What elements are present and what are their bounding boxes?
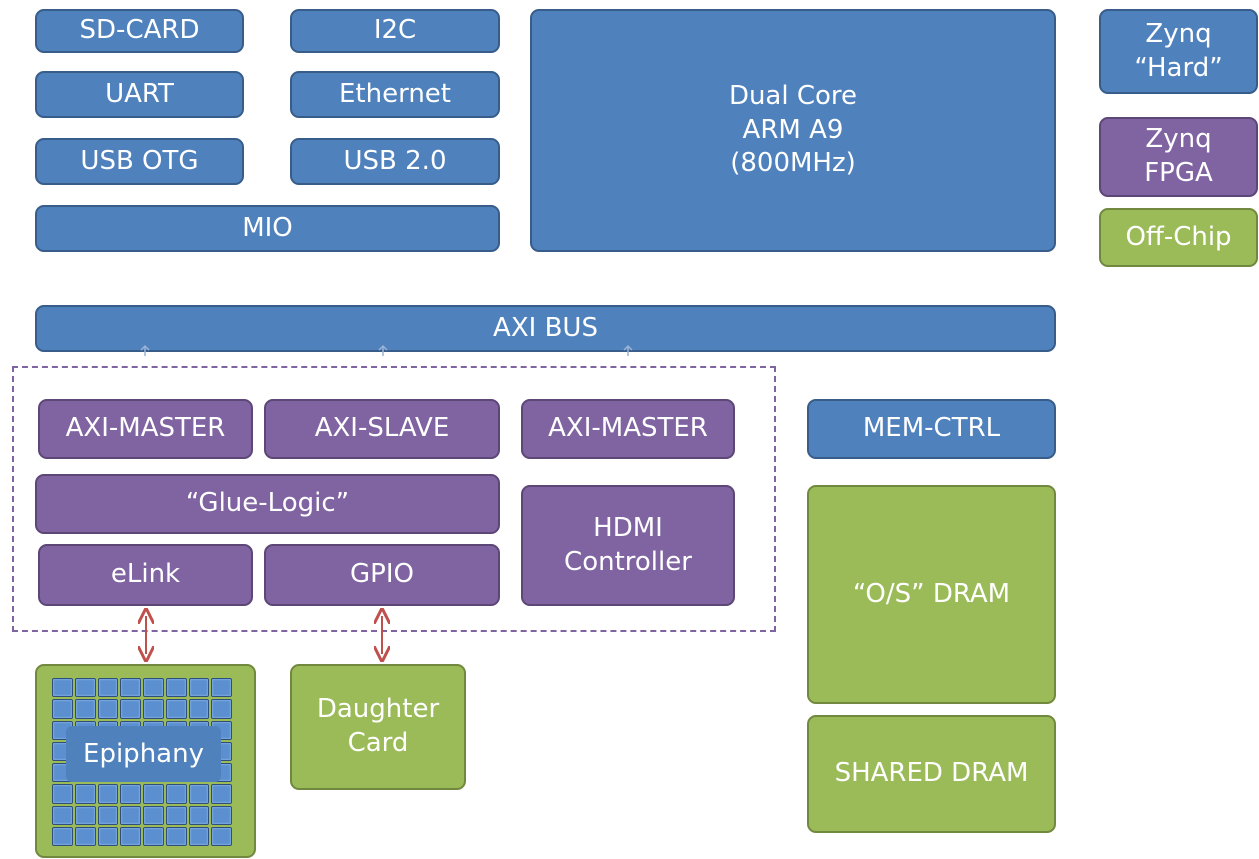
elink-block: eLink [38,544,253,606]
i2c-block: I2C [290,9,500,53]
mem-ctrl-block: MEM-CTRL [807,399,1056,459]
epiphany-core-cell [97,784,119,804]
axi-bus-label: AXI BUS [493,312,598,343]
axi-slave-block: AXI-SLAVE [264,399,500,459]
epiphany-core-cell [74,678,96,698]
usb-2-label: USB 2.0 [343,145,447,176]
epiphany-label: Epiphany [83,739,204,769]
daughter-card-line-1: Daughter [316,694,440,725]
epiphany-core-cell [211,699,232,719]
mem-ctrl-label: MEM-CTRL [862,413,1001,444]
axi-bus: AXI BUS [35,305,1056,352]
epiphany-core-cell [165,784,187,804]
epiphany-core-cell [143,784,164,804]
shared-dram-label: SHARED DRAM [834,758,1029,789]
sd-card-label: SD-CARD [79,15,200,46]
epiphany-core-cell [74,826,96,846]
epiphany-core-cell [52,678,73,698]
hdmi-line-2: Controller [564,546,692,577]
epiphany-core-cell [52,826,73,846]
epiphany-core-cell [97,805,119,825]
axi-master-block-1: AXI-MASTER [38,399,253,459]
epiphany-core-cell [52,699,73,719]
mio-block: MIO [35,205,500,252]
epiphany-core-cell [143,678,164,698]
hdmi-line-1: HDMI [593,512,663,543]
epiphany-core-cell [74,805,96,825]
legend-hard-line-2: “Hard” [1134,52,1223,83]
os-dram-label: “O/S” DRAM [852,578,1011,609]
i2c-label: I2C [373,15,417,46]
uart-label: UART [105,78,174,109]
epiphany-core-cell [188,826,210,846]
ethernet-label: Ethernet [339,78,451,109]
legend-off-chip-label: Off-Chip [1125,221,1232,252]
epiphany-core-cell [188,678,210,698]
epiphany-core-cell [120,699,141,719]
cpu-line-1: Dual Core [728,80,858,111]
ethernet-block: Ethernet [290,71,500,118]
uart-block: UART [35,71,244,118]
epiphany-core-cell [211,805,232,825]
epiphany-core-cell [165,805,187,825]
axi-master-label-2: AXI-MASTER [548,413,708,444]
os-dram-block: “O/S” DRAM [807,485,1056,704]
epiphany-core-cell [52,784,73,804]
axi-master-label-1: AXI-MASTER [65,413,226,444]
daughter-card-line-2: Card [347,728,409,758]
epiphany-core-cell [120,805,141,825]
epiphany-core-cell [97,826,119,846]
elink-label: eLink [110,559,181,590]
epiphany-core-cell [211,826,232,846]
epiphany-core-cell [165,678,187,698]
sd-card-block: SD-CARD [35,9,244,53]
legend-fpga-line-1: Zynq [1145,124,1212,155]
epiphany-core-cell [120,678,141,698]
usb-2-block: USB 2.0 [290,138,500,185]
epiphany-core-cell [211,678,232,698]
epiphany-core-cell [165,826,187,846]
epiphany-core-cell [74,699,96,719]
glue-logic-label: “Glue-Logic” [185,488,350,519]
gpio-label: GPIO [350,559,414,590]
dual-core-cpu-block: Dual Core ARM A9 (800MHz) [530,9,1056,252]
hdmi-controller-block: HDMI Controller [521,485,735,606]
mio-label: MIO [242,212,293,243]
epiphany-core-cell [97,699,119,719]
fpga-region-boundary [12,366,776,632]
epiphany-core-cell [188,784,210,804]
epiphany-label-box: Epiphany [66,726,221,782]
epiphany-core-cell [120,826,141,846]
epiphany-core-cell [74,784,96,804]
usb-otg-block: USB OTG [35,138,244,185]
daughter-card-block: Daughter Card [290,664,466,790]
epiphany-core-cell [52,805,73,825]
gpio-block: GPIO [264,544,500,606]
cpu-line-3: (800MHz) [730,148,856,179]
epiphany-core-cell [143,826,164,846]
shared-dram-block: SHARED DRAM [807,715,1056,833]
legend-hard-line-1: Zynq [1145,18,1212,49]
usb-otg-label: USB OTG [80,145,199,176]
epiphany-core-cell [120,784,141,804]
legend-fpga-line-2: FPGA [1144,158,1213,188]
epiphany-core-cell [143,805,164,825]
epiphany-core-cell [211,784,232,804]
legend-zynq-fpga: Zynq FPGA [1099,117,1258,197]
legend-zynq-hard: Zynq “Hard” [1099,9,1258,94]
epiphany-core-cell [143,699,164,719]
glue-logic-block: “Glue-Logic” [35,474,500,534]
epiphany-core-cell [188,699,210,719]
axi-master-block-2: AXI-MASTER [521,399,735,459]
epiphany-core-cell [188,805,210,825]
legend-off-chip: Off-Chip [1099,208,1258,267]
epiphany-core-cell [97,678,119,698]
cpu-line-2: ARM A9 [742,114,844,145]
epiphany-core-cell [165,699,187,719]
axi-slave-label: AXI-SLAVE [314,413,450,444]
